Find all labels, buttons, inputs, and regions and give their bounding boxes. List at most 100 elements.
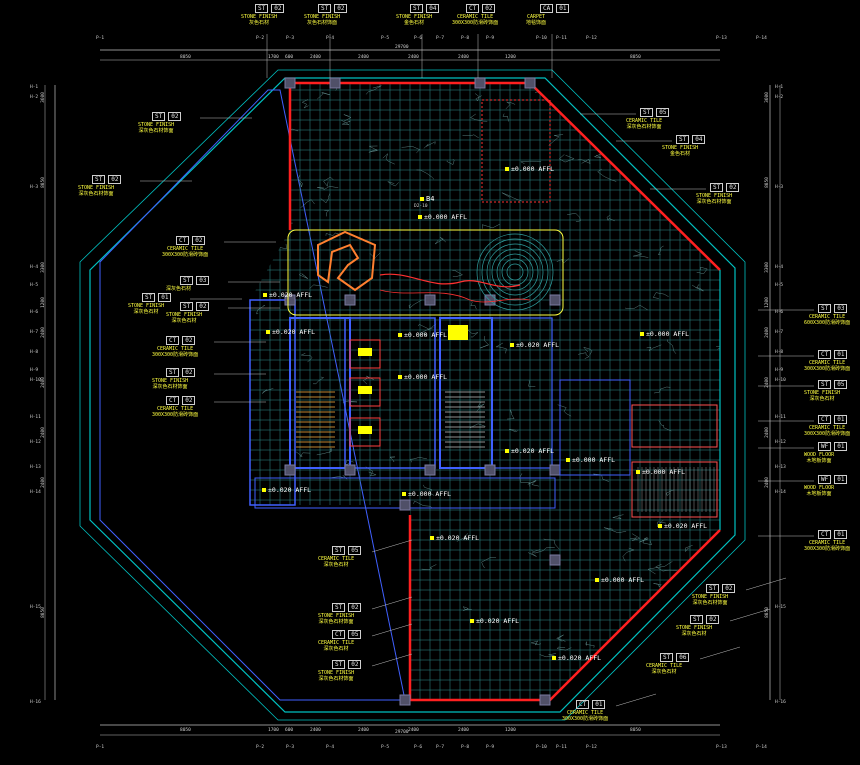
stone-vein <box>370 513 380 524</box>
dim-segment-left: 3300 <box>40 262 46 273</box>
carpet-zone <box>481 99 551 203</box>
stone-vein <box>625 304 648 311</box>
stone-vein <box>301 99 309 109</box>
stone-vein <box>657 245 664 255</box>
stone-vein <box>301 353 313 363</box>
stone-vein <box>389 456 395 462</box>
material-number: 04 <box>692 135 706 144</box>
material-description: 深灰色石材 <box>166 286 191 292</box>
material-code: ST <box>710 183 724 192</box>
dim-segment-top: 2400 <box>408 55 419 60</box>
material-code: ST <box>332 546 346 555</box>
structural-column <box>524 77 536 89</box>
material-name-en: STONE FINISH <box>696 193 733 199</box>
material-name-cn: 300X300防滑砖饰面 <box>152 412 199 418</box>
stone-vein <box>434 237 446 245</box>
grid-axis-left: H-3 <box>30 185 39 190</box>
material-number: 01 <box>158 293 172 302</box>
structural-column <box>549 554 561 566</box>
outer-octagon-2 <box>79 69 746 721</box>
stone-vein <box>647 561 673 575</box>
stone-vein <box>423 141 436 149</box>
grid-axis-left: H-11 <box>30 415 41 420</box>
stone-vein <box>317 186 339 190</box>
stone-vein <box>462 134 479 138</box>
dim-segment-right: 8050 <box>764 177 770 188</box>
material-code: ST <box>690 615 704 624</box>
dim-segment-bottom: 1200 <box>505 728 516 733</box>
elevator-marker <box>358 348 372 356</box>
structural-column <box>344 464 356 476</box>
grid-axis-left: H-2 <box>30 95 39 100</box>
structural-column <box>424 294 436 306</box>
stone-vein <box>624 96 643 100</box>
material-number: 04 <box>426 4 440 13</box>
stone-vein <box>557 404 572 417</box>
grid-axis-top: P-6 <box>414 36 423 41</box>
material-name-cn: 金色石材 <box>404 20 425 26</box>
grid-axis-bottom: P-14 <box>756 745 767 750</box>
leader-line <box>371 596 413 610</box>
stone-vein <box>597 168 617 182</box>
stone-vein <box>519 473 530 487</box>
stone-vein <box>567 213 581 222</box>
dim-segment-bottom: 2400 <box>310 728 321 733</box>
stone-vein <box>387 181 399 187</box>
material-name-cn: 深灰色石材饰面 <box>138 128 174 134</box>
grid-axis-bottom: P-1 <box>96 745 105 750</box>
material-name-en: CERAMIC TILE <box>318 640 355 646</box>
stone-vein <box>676 160 688 169</box>
material-name-en: STONE FINISH <box>166 312 203 318</box>
level-mark: ±0.020 AFFL <box>470 617 519 625</box>
level-mark: ±0.020 AFFL <box>262 486 311 494</box>
leader-line <box>371 653 413 667</box>
dim-segment-right: 3300 <box>764 262 770 273</box>
material-number: 02 <box>334 4 348 13</box>
stone-vein <box>520 160 542 164</box>
dim-segment-top: 2400 <box>458 55 469 60</box>
material-number: 02 <box>108 175 122 184</box>
grid-axis-left: H-4 <box>30 265 39 270</box>
dim-segment-top: 8050 <box>180 55 191 60</box>
dim-segment-bottom: 2400 <box>408 728 419 733</box>
material-code: ST <box>332 660 346 669</box>
stone-vein <box>507 409 515 420</box>
level-mark: ±0.020 AFFL <box>266 328 315 336</box>
grid-axis-top: P-3 <box>286 36 295 41</box>
glass-wall-top <box>288 81 721 271</box>
material-name-cn: 300X300防滑砖饰面 <box>804 366 851 372</box>
material-code: ST <box>818 304 832 313</box>
stone-vein <box>300 199 315 208</box>
material-code: ST <box>142 293 156 302</box>
leader-line <box>729 608 771 622</box>
material-name-cn: 深灰色石材 <box>809 396 835 402</box>
material-number: 02 <box>348 660 362 669</box>
material-number: 01 <box>592 700 606 709</box>
grid-axis-right: H-5 <box>775 283 784 288</box>
material-code: CT <box>818 530 832 539</box>
level-mark: ±0.020 AFFL <box>263 291 312 299</box>
level-mark: ±0.000 AFFL <box>505 165 554 173</box>
material-code: WF <box>818 475 832 484</box>
stone-vein <box>386 653 403 660</box>
material-name-en: STONE FINISH <box>804 390 841 396</box>
stone-vein <box>316 535 325 548</box>
material-name-cn: 300X300防滑砖饰面 <box>152 352 199 358</box>
material-name-en: STONE FINISH <box>78 185 115 191</box>
dim-segment-left: 2400 <box>40 427 46 438</box>
